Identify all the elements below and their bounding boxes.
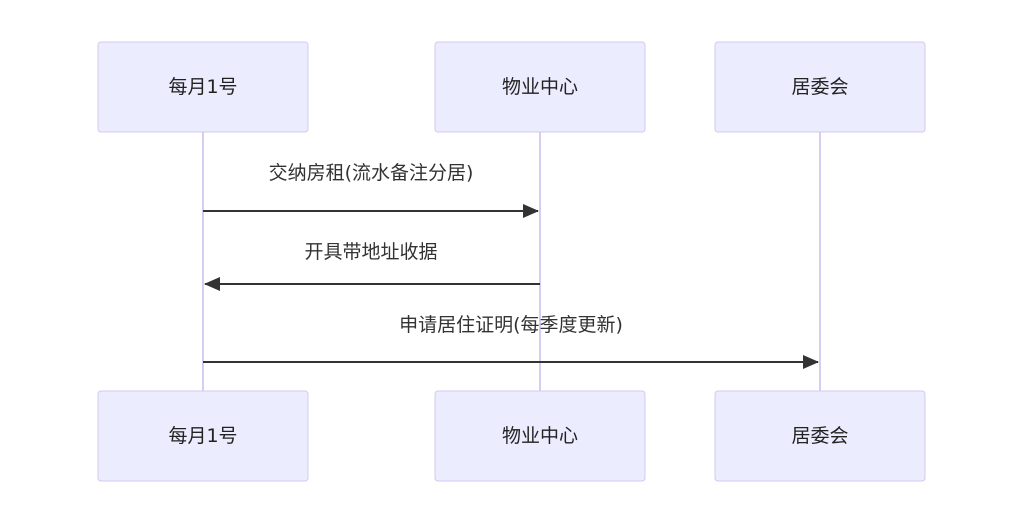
- message-1-label: 交纳房租(流水备注分居): [269, 162, 474, 184]
- actor-bottom-p1: 每月1号: [97, 390, 309, 482]
- actor-top-p1-label: 每月1号: [168, 76, 237, 98]
- message-2: 开具带地址收据: [204, 241, 540, 291]
- actor-top-p3-label: 居委会: [791, 76, 848, 98]
- actor-bottom-p2: 物业中心: [434, 390, 646, 482]
- actor-bottom-p1-label: 每月1号: [168, 425, 237, 447]
- actor-bottom-p2-label: 物业中心: [502, 425, 578, 447]
- actor-top-p1: 每月1号: [97, 41, 309, 133]
- actor-top-p2-label: 物业中心: [502, 76, 578, 98]
- actor-top-p2: 物业中心: [434, 41, 646, 133]
- message-2-label: 开具带地址收据: [304, 241, 437, 263]
- message-3-label: 申请居住证明(每季度更新): [399, 314, 623, 336]
- message-3: 申请居住证明(每季度更新): [203, 314, 819, 369]
- actor-top-p3: 居委会: [714, 41, 926, 133]
- actor-bottom-p3: 居委会: [714, 390, 926, 482]
- message-1: 交纳房租(流水备注分居): [203, 162, 539, 218]
- actor-bottom-p3-label: 居委会: [791, 425, 848, 447]
